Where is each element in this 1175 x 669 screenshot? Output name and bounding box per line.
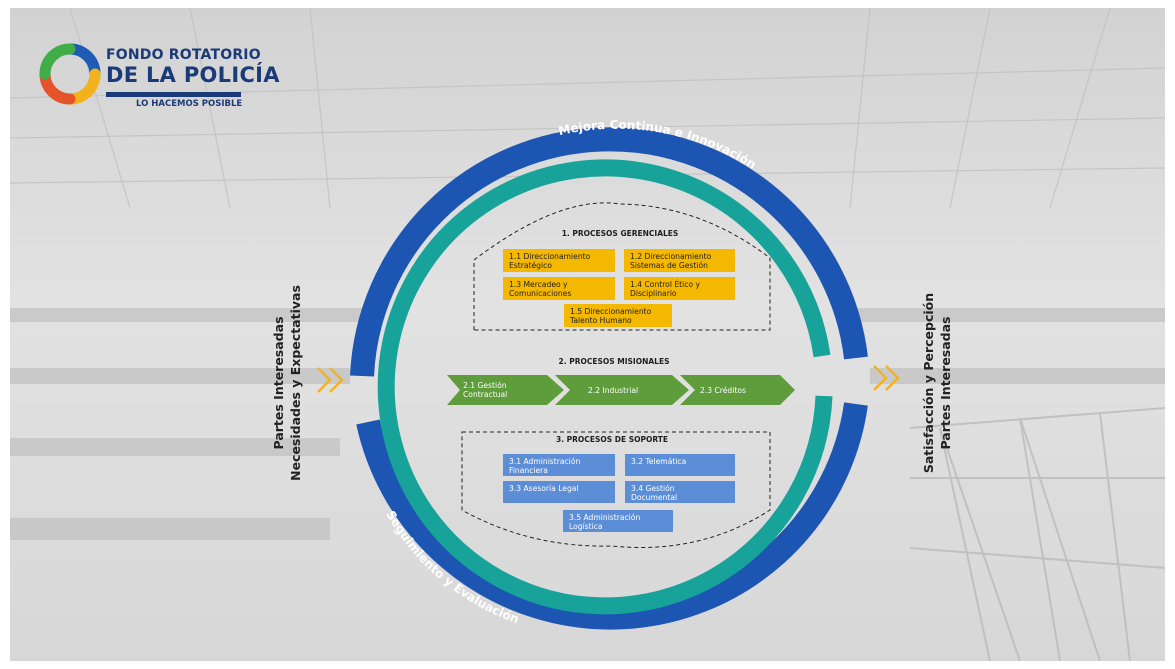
process-1-1-line-2: Estratégico xyxy=(509,261,552,270)
inner-ring xyxy=(377,159,833,615)
misional-1-label: 2.1 Gestión Contractual xyxy=(463,381,507,399)
outer-ring-bottom-arc xyxy=(356,402,868,630)
misionales-title: 2. PROCESOS MISIONALES xyxy=(558,357,670,366)
gerenciales-title: 1. PROCESOS GERENCIALES xyxy=(561,229,679,238)
gerenciales-group-outline xyxy=(473,202,771,331)
process-1-3-line-2: Comunicaciones xyxy=(509,289,572,298)
right-side-line-2: Partes Interesadas xyxy=(938,316,953,450)
process-1-4-line-1: 1.4 Control Ético y xyxy=(630,280,700,289)
process-1-4-line-2: Disciplinario xyxy=(630,289,677,298)
misional-2-label: 2.2 Industrial xyxy=(588,386,638,395)
output-chevron-icon xyxy=(873,365,900,391)
logo-tagline: LO HACEMOS POSIBLE xyxy=(136,99,243,109)
left-side-line-2: Necesidades y Expectativas xyxy=(288,285,303,481)
process-1-1-line-1: 1.1 Direccionamiento xyxy=(509,252,591,261)
logo-emblem-icon xyxy=(39,43,101,105)
logo-line-2: DE LA POLICÍA xyxy=(106,63,280,87)
misional-2-line-1: 2.2 Industrial xyxy=(588,386,639,395)
soporte-title: 3. PROCESOS DE SOPORTE xyxy=(555,435,669,444)
right-side-line-1: Satisfacción y Percepción xyxy=(921,292,936,474)
misional-chevron-3 xyxy=(680,375,795,405)
process-box-3-1: 3.1 Administración Financiera xyxy=(503,454,615,476)
fondo-rotatorio-logo: FONDO ROTATORIO DE LA POLICÍA LO HACEMOS… xyxy=(38,40,280,120)
misional-1-line-1: 2.1 Gestión xyxy=(463,381,507,390)
logo-underline xyxy=(106,92,241,97)
process-box-1-1: 1.1 Direccionamiento Estratégico xyxy=(503,249,615,272)
process-3-5-line-2: Logística xyxy=(569,522,603,531)
logo-line-1: FONDO ROTATORIO xyxy=(106,47,261,63)
misional-3-line-1: 2.3 Créditos xyxy=(700,386,746,395)
process-1-2-line-1: 1.2 Direccionamiento xyxy=(630,252,712,261)
process-3-2-line-1: 3.2 Telemática xyxy=(631,457,687,466)
soporte-group-outline xyxy=(461,431,771,548)
process-3-1-line-2: Financiera xyxy=(509,466,548,475)
misional-3-label: 2.3 Créditos xyxy=(700,386,746,395)
process-box-3-4: 3.4 Gestión Documental xyxy=(625,481,735,503)
process-box-1-3: 1.3 Mercadeo y Comunicaciones xyxy=(503,277,615,300)
misional-chevron-2 xyxy=(555,375,689,405)
process-box-3-2: 3.2 Telemática xyxy=(625,454,735,476)
process-3-1-line-1: 3.1 Administración xyxy=(509,457,581,466)
misional-1-line-2: Contractual xyxy=(463,390,508,399)
process-1-2-line-2: Sistemas de Gestión xyxy=(630,261,708,270)
process-3-4-line-2: Documental xyxy=(631,493,678,502)
process-box-3-5: 3.5 Administración Logística xyxy=(563,510,673,532)
left-side-label: Partes Interesadas Necesidades y Expecta… xyxy=(270,285,304,481)
right-side-label: Satisfacción y Percepción Partes Interes… xyxy=(920,293,954,473)
process-3-3-line-1: 3.3 Asesoría Legal xyxy=(509,484,579,493)
process-1-5-line-2: Talento Humano xyxy=(570,316,632,325)
process-1-3-line-1: 1.3 Mercadeo y xyxy=(509,280,568,289)
process-1-5-line-1: 1.5 Direccionamiento xyxy=(570,307,652,316)
process-box-1-2: 1.2 Direccionamiento Sistemas de Gestión xyxy=(624,249,735,272)
process-3-5-line-1: 3.5 Administración xyxy=(569,513,641,522)
factory-background-image xyxy=(10,8,1165,661)
input-chevron-icon xyxy=(317,367,344,393)
process-box-1-4: 1.4 Control Ético y Disciplinario xyxy=(624,277,735,300)
misional-chevron-1 xyxy=(447,375,564,405)
process-box-3-3: 3.3 Asesoría Legal xyxy=(503,481,615,503)
left-side-line-1: Partes Interesadas xyxy=(271,316,286,450)
outer-ring-top-arc xyxy=(350,127,868,377)
process-box-1-5: 1.5 Direccionamiento Talento Humano xyxy=(564,304,672,327)
process-3-4-line-1: 3.4 Gestión xyxy=(631,484,675,493)
